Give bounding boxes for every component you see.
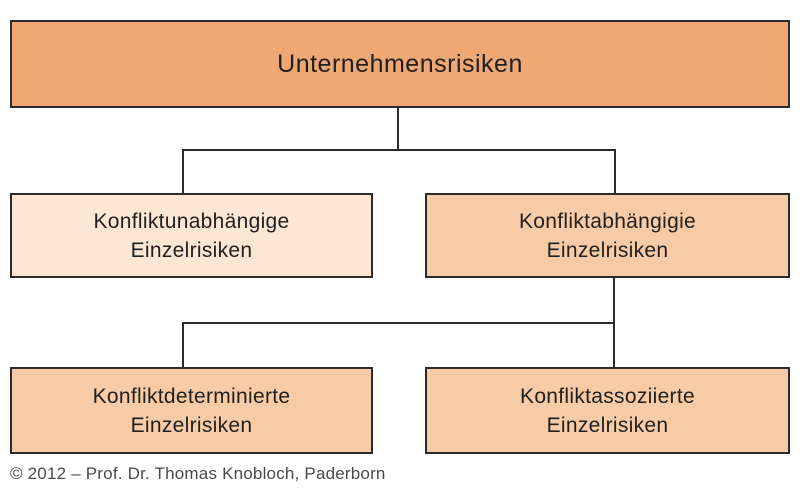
node-label-line1: Konfliktassoziierte <box>520 384 695 408</box>
connector-tier3-horizontal <box>182 322 615 324</box>
node-label-line2: Einzelrisiken <box>546 238 669 262</box>
node-label-line2: Einzelrisiken <box>130 413 253 437</box>
connector-tier2-horizontal <box>182 149 616 151</box>
node-label-line2: Einzelrisiken <box>130 238 253 262</box>
connector-tier3-left-drop <box>182 322 184 367</box>
node-konfliktdeterminierte-einzelrisiken: Konfliktdeterminierte Einzelrisiken <box>10 367 373 454</box>
copyright-text: © 2012 – Prof. Dr. Thomas Knobloch, Pade… <box>10 464 386 483</box>
connector-root-down <box>397 108 399 151</box>
connector-tier2-left-drop <box>182 149 184 193</box>
node-label-line2: Einzelrisiken <box>546 413 669 437</box>
node-label-line1: Konfliktdeterminierte <box>92 384 291 408</box>
node-konfliktassoziierte-einzelrisiken: Konfliktassoziierte Einzelrisiken <box>425 367 790 454</box>
node-unternehmensrisiken: Unternehmensrisiken <box>10 20 790 108</box>
connector-tier2-right-drop <box>614 149 616 193</box>
node-konfliktunabhaengige-einzelrisiken: Konfliktunabhängige Einzelrisiken <box>10 193 373 278</box>
node-label-line1: Konfliktunabhängige <box>93 209 290 233</box>
node-label: Unternehmensrisiken <box>277 50 523 78</box>
node-label-line1: Konfliktabhängigie <box>518 209 697 233</box>
node-konfliktabhaengige-einzelrisiken: Konfliktabhängigie Einzelrisiken <box>425 193 790 278</box>
